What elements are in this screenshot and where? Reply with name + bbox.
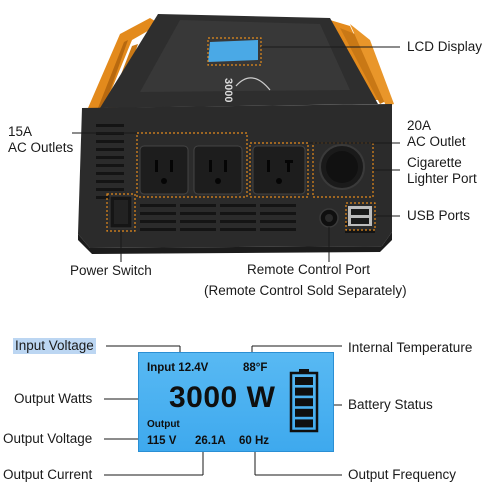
label-output-watts: Output Watts <box>14 391 93 406</box>
top-lcd-screen <box>208 40 258 62</box>
label-remote-control-port: Remote Control Port <box>247 262 371 277</box>
label-15a: 15A <box>8 124 33 139</box>
lcd-output-voltage: 115 V <box>147 435 177 447</box>
battery-bar <box>295 408 313 417</box>
battery-bar <box>295 387 313 396</box>
battery-bar <box>295 377 313 385</box>
lcd-watts: 3000 W <box>169 381 276 414</box>
lcd-input-voltage: Input 12.4V <box>147 362 209 374</box>
label-lcd-display: LCD Display <box>407 39 483 54</box>
ac-outlet-15a-1 <box>139 145 189 195</box>
label-power-switch: Power Switch <box>70 263 152 278</box>
vent-slots <box>96 124 375 233</box>
ac-outlet-20a <box>252 145 306 195</box>
label-internal-temperature: Internal Temperature <box>348 340 473 355</box>
label-20a: 20A <box>407 118 432 133</box>
battery-icon <box>289 369 319 433</box>
label-20a-ac-outlet: AC Outlet <box>407 134 466 149</box>
label-output-frequency: Output Frequency <box>348 467 457 482</box>
lcd-output-current: 26.1A <box>195 435 226 447</box>
top-screen-text: 3000 <box>222 78 234 102</box>
lcd-temperature: 88°F <box>243 362 268 374</box>
label-output-voltage: Output Voltage <box>3 431 93 446</box>
lcd-output-frequency: 60 Hz <box>239 435 270 447</box>
label-output-current: Output Current <box>3 467 93 482</box>
label-cigarette: Cigarette <box>407 155 462 170</box>
label-15a-ac-outlets: AC Outlets <box>8 140 74 155</box>
cigarette-lighter-port <box>319 144 365 190</box>
label-input-voltage: Input Voltage <box>13 338 96 354</box>
battery-bar <box>295 419 313 428</box>
ac-outlet-15a-2 <box>193 145 243 195</box>
label-usb-ports: USB Ports <box>407 208 471 223</box>
label-remote-control-note: (Remote Control Sold Separately) <box>204 283 407 298</box>
label-battery-status: Battery Status <box>348 397 433 412</box>
usb-ports <box>348 206 372 226</box>
battery-bar <box>295 398 313 407</box>
lcd-panel: Input 12.4V 88°F 3000 W Output 115 V 26.… <box>138 352 334 452</box>
label-lighter-port: Lighter Port <box>407 171 477 186</box>
power-switch <box>109 195 133 229</box>
lcd-output-label: Output <box>147 419 180 430</box>
